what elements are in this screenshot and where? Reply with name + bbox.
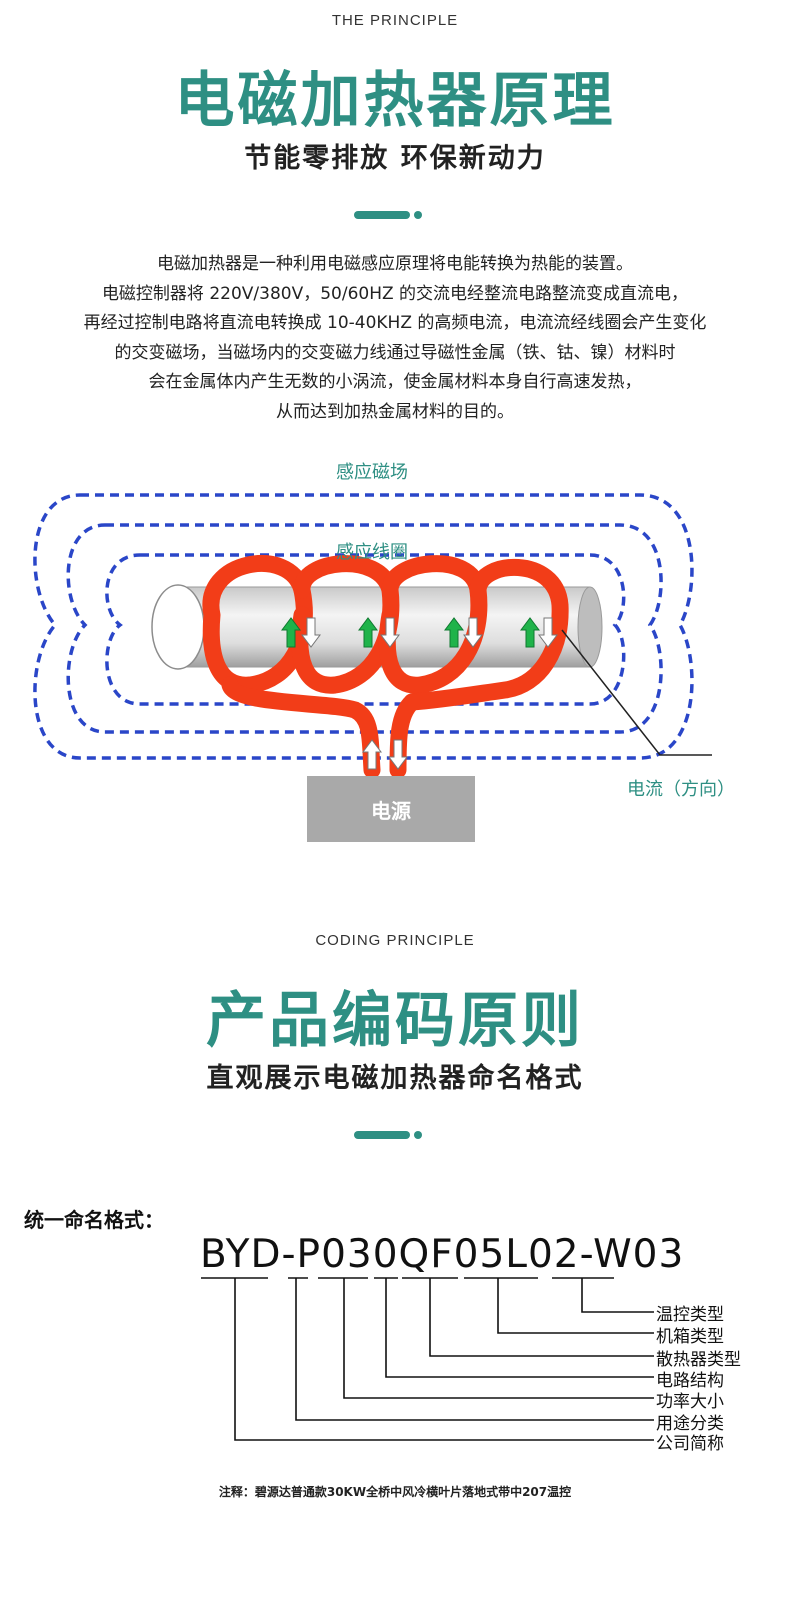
arrow-up-icon [358, 617, 378, 648]
coil-label: 感应线圈 [336, 542, 408, 563]
code-part-label: 功率大小 [656, 1392, 724, 1412]
section-divider [354, 210, 422, 220]
arrow-down-icon [388, 739, 408, 770]
arrow-down-icon [463, 617, 483, 648]
code-part-label: 用途分类 [656, 1414, 724, 1434]
current-pointer-line [561, 629, 712, 756]
coding-title: 产品编码原则 [206, 986, 584, 1056]
paragraph-line: 再经过控制电路将直流电转换成 10-40KHZ 的高频电流，电流流经线圈会产生变… [83, 313, 707, 333]
divider-bar [354, 211, 410, 219]
arrow-up-icon [520, 617, 540, 648]
arrow-up-icon [444, 617, 464, 648]
product-code: BYD-P030QF05L02-W03 [200, 1232, 685, 1277]
field-label: 感应磁场 [336, 462, 408, 483]
field-loop-middle [66, 523, 663, 734]
principle-paragraph: 电磁加热器是一种利用电磁感应原理将电能转换为热能的装置。 电磁控制器将 220V… [0, 250, 790, 427]
code-note: 注释：碧源达普通款30KW全桥中风冷横叶片落地式带中207温控 [218, 1485, 572, 1499]
arrow-up-icon [281, 617, 301, 648]
field-loop-inner [105, 553, 626, 706]
arrow-down-icon [301, 617, 321, 648]
divider-dot [414, 1131, 422, 1139]
paragraph-line: 从而达到加热金属材料的目的。 [276, 401, 514, 422]
principle-subtitle: 节能零排放 环保新动力 [244, 143, 546, 174]
paragraph-line: 会在金属体内产生无数的小涡流，使金属材料本身自行高速发热， [148, 372, 642, 392]
induction-diagram-graphic [33, 493, 712, 842]
field-loop-outer [33, 493, 694, 760]
code-breakdown-lines [201, 1277, 654, 1441]
current-arrows [281, 617, 558, 770]
current-label: 电流（方向） [627, 779, 735, 800]
paragraph-line: 电磁加热器是一种利用电磁感应原理将电能转换为热能的装置。 [157, 254, 633, 274]
paragraph-line: 的交变磁场，当磁场内的交变磁力线通过导磁性金属（铁、钴、镍）材料时 [114, 342, 676, 363]
power-label: 电源 [371, 799, 411, 823]
divider-bar [354, 1131, 410, 1139]
code-part-label: 机箱类型 [656, 1327, 724, 1347]
section-divider [354, 1130, 422, 1140]
naming-format-label: 统一命名格式： [24, 1208, 164, 1232]
principle-eyebrow: THE PRINCIPLE [331, 12, 459, 29]
arrow-up-icon [362, 739, 382, 770]
arrow-down-icon [538, 617, 558, 648]
arrow-down-icon [380, 617, 400, 648]
induction-diagram: 感应磁场 感应线圈 电流（方向） 电源 [0, 440, 790, 860]
magnetic-field-lines [33, 493, 694, 760]
code-part-label: 公司简称 [656, 1434, 724, 1454]
coding-subtitle: 直观展示电磁加热器命名格式 [206, 1063, 584, 1094]
coding-eyebrow: CODING PRINCIPLE [315, 932, 475, 949]
code-part-label: 散热器类型 [656, 1350, 741, 1370]
power-box [307, 776, 475, 842]
divider-dot [414, 211, 422, 219]
code-part-label: 温控类型 [656, 1305, 724, 1325]
paragraph-line: 电磁控制器将 220V/380V，50/60HZ 的交流电经整流电路整流变成直流… [101, 283, 689, 304]
code-part-label: 电路结构 [656, 1371, 724, 1391]
principle-title: 电磁加热器原理 [174, 66, 616, 136]
